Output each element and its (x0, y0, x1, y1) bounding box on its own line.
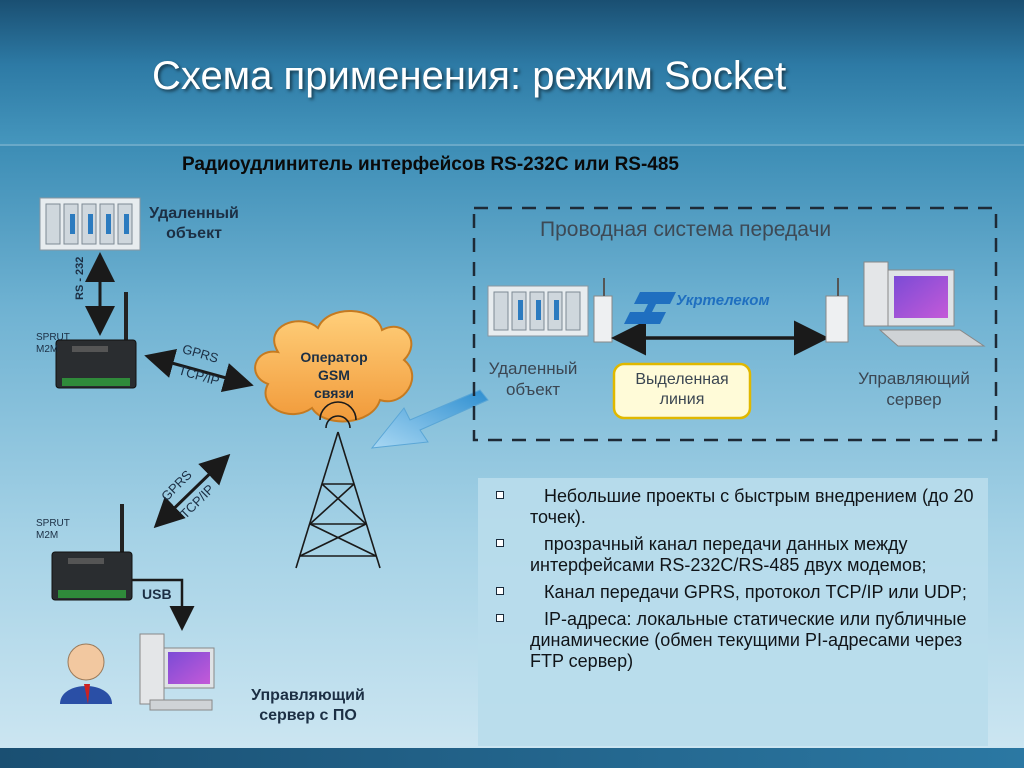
bullet-square-icon (496, 539, 504, 547)
wired-system-frame (472, 206, 998, 442)
list-item: Небольшие проекты с быстрым внедрением (… (496, 486, 976, 528)
signal-arrow (370, 389, 489, 449)
diagram-subtitle: Радиоудлинитель интерфейсов RS-232С или … (182, 154, 679, 175)
remote-object-device-icon (39, 197, 141, 251)
gprs-link-arrow-top (144, 348, 254, 393)
rs232-label: RS - 232 (74, 256, 86, 300)
wired-control-server-icon (825, 261, 986, 347)
remote-object-label: Удаленный объект (149, 205, 239, 242)
list-item: прозрачный канал передачи данных между и… (496, 534, 976, 576)
sprut-top-label: SPRUT M2M (36, 332, 70, 355)
sprut-modem-bottom-icon (51, 504, 133, 601)
footer-band (0, 748, 1024, 768)
usb-label: USB (142, 586, 172, 602)
page-title: Схема применения: режим Socket (152, 54, 787, 98)
list-item: IP-адреса: локальные статические или пуб… (496, 609, 976, 672)
feature-list: Небольшие проекты с быстрым внедрением (… (496, 486, 976, 678)
ukrtelecom-brand: Укртелеком (676, 292, 770, 309)
bullet-square-icon (496, 587, 504, 595)
title-bar (0, 0, 1024, 146)
dedicated-line-label: Выделенная линия (635, 371, 729, 408)
usb-link-arrow (132, 578, 195, 631)
wired-control-server-label: Управляющий сервер (858, 369, 970, 409)
info-panel (478, 478, 988, 746)
control-server-with-operator-icon (60, 633, 215, 711)
cell-tower-icon (295, 401, 381, 569)
sprut-modem-top-icon (55, 292, 137, 389)
wired-system-title: Проводная система передачи (540, 218, 832, 241)
bullet-square-icon (496, 491, 504, 499)
wired-remote-object-label: Удаленный объект (488, 359, 578, 399)
dedicated-line-callout (612, 362, 752, 420)
bullet-square-icon (496, 614, 504, 622)
gsm-operator-cloud (254, 310, 414, 423)
sprut-bottom-label: SPRUT M2M (36, 518, 70, 541)
control-server-label: Управляющий сервер с ПО (251, 687, 365, 724)
wired-remote-device-icon (487, 278, 613, 343)
list-item: Канал передачи GPRS, протокол TCP/IP или… (496, 582, 976, 603)
gprs-link-arrow-mid (153, 453, 231, 529)
ukrtelecom-logo (624, 292, 676, 324)
gsm-operator-label: Оператор GSM связи (300, 349, 368, 401)
